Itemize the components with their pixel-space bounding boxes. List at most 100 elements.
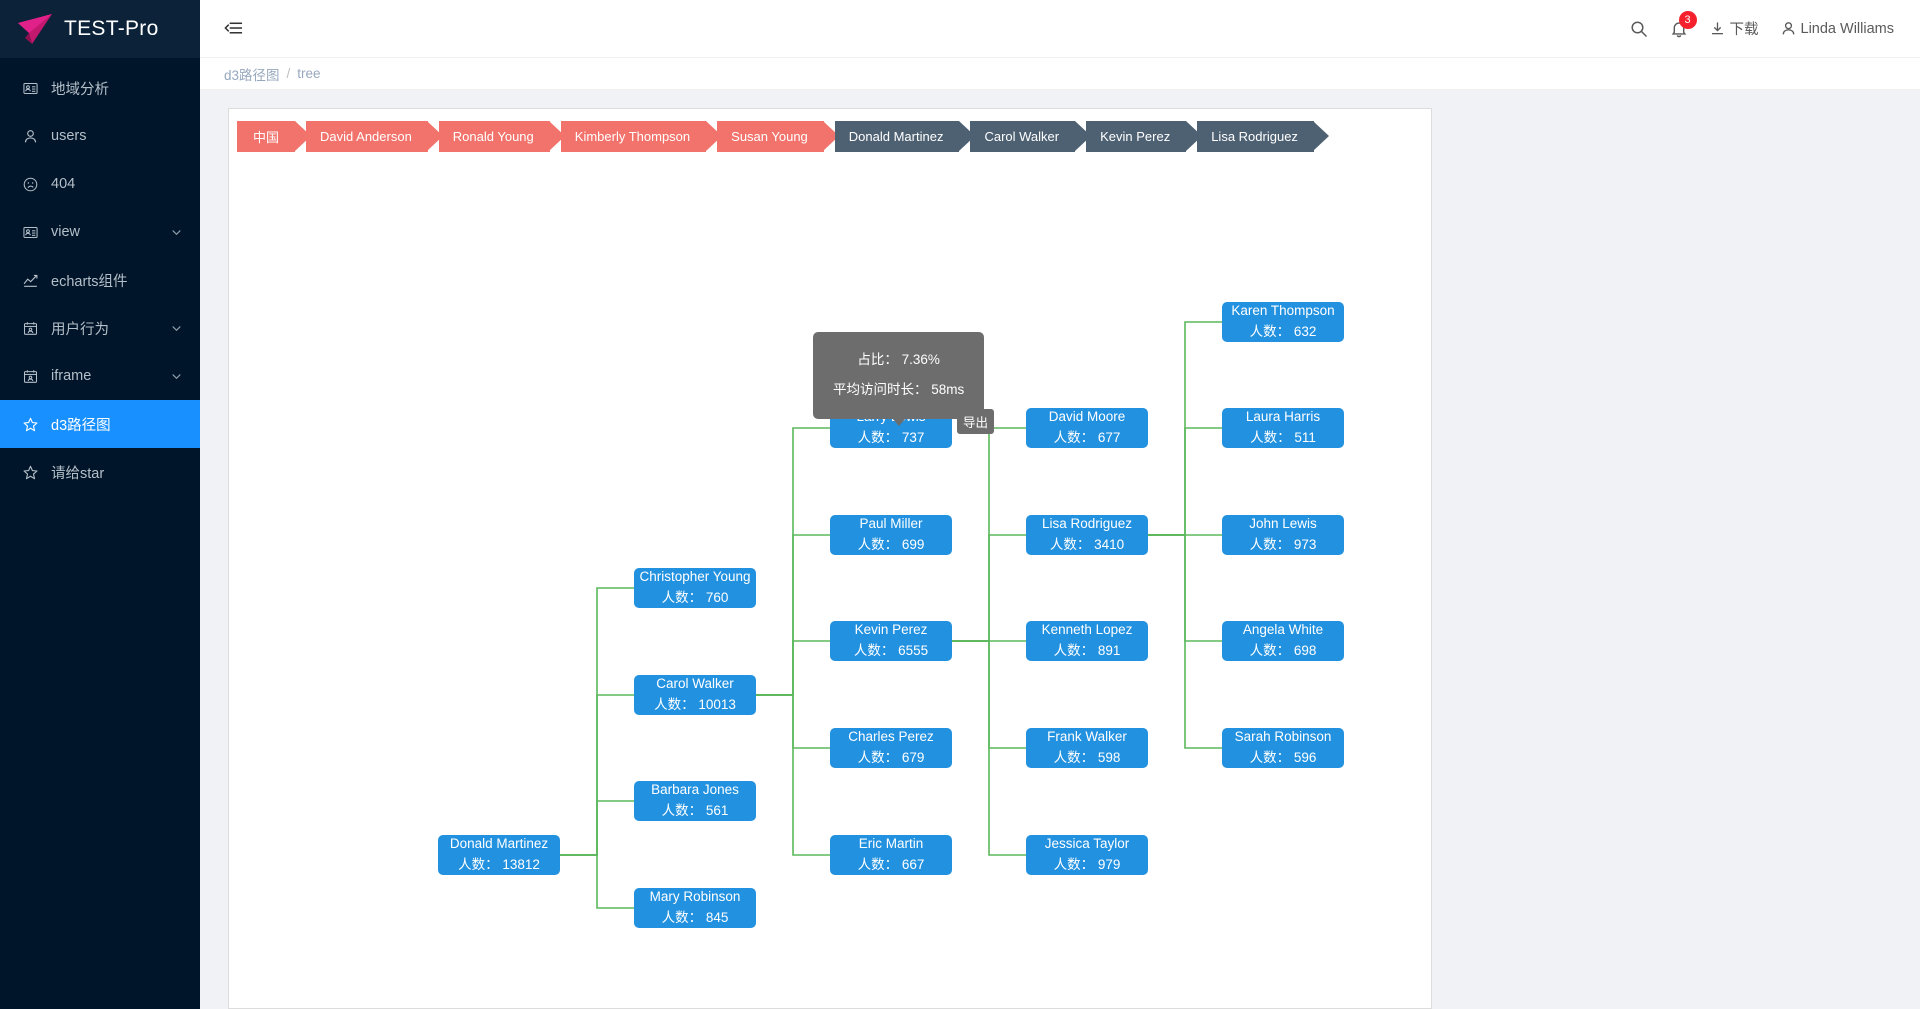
tree-node-count: 人数： 13812 <box>458 857 540 872</box>
tree-node-count: 人数： 698 <box>1249 643 1317 658</box>
tree-node-count: 人数： 845 <box>661 910 729 925</box>
sidebar-item-label: view <box>51 224 81 240</box>
sidebar-item-label: 请给star <box>51 465 105 482</box>
sidebar-item-view[interactable]: view <box>0 208 200 256</box>
tree-node-count: 人数： 667 <box>857 857 925 872</box>
tree-node-count: 人数： 979 <box>1053 857 1121 872</box>
sidebar-item-404[interactable]: 404 <box>0 160 200 208</box>
tree-node-count: 人数： 3410 <box>1049 537 1125 552</box>
breadcrumb-separator: / <box>286 66 291 81</box>
tree-node-name: Karen Thompson <box>1231 303 1335 319</box>
sidebar-item-iframe[interactable]: iframe <box>0 352 200 400</box>
sidebar-item-d3路径图[interactable]: d3路径图 <box>0 400 200 448</box>
tree-node-paul-miller[interactable]: Paul Miller 人数： 699 <box>830 515 952 555</box>
tree-node-count: 人数： 596 <box>1249 750 1317 765</box>
tree-node-count: 人数： 6555 <box>853 643 929 658</box>
sad-face-icon <box>22 176 39 193</box>
sidebar-item-label: 404 <box>51 176 76 192</box>
menu-fold-icon[interactable] <box>210 0 256 58</box>
tree-node-name: Frank Walker <box>1047 729 1127 745</box>
sidebar-item-地域分析[interactable]: 地域分析 <box>0 64 200 112</box>
sidebar-item-label: 地域分析 <box>51 81 109 98</box>
paper-plane-icon <box>16 13 54 45</box>
tree-node-name: Christopher Young <box>639 569 751 585</box>
path-step-1[interactable]: David Anderson <box>306 121 444 152</box>
download-button[interactable]: 下载 <box>1710 18 1759 39</box>
bell-icon[interactable]: 3 <box>1670 10 1697 38</box>
user-name: Linda Williams <box>1800 20 1894 37</box>
user-icon <box>22 128 39 145</box>
tree-node-mary-robinson[interactable]: Mary Robinson 人数： 845 <box>634 888 756 928</box>
download-label: 下载 <box>1729 22 1759 38</box>
tree-node-name: Carol Walker <box>656 676 734 692</box>
tree-node-eric-martin[interactable]: Eric Martin 人数： 667 <box>830 835 952 875</box>
tree-node-jessica-taylor[interactable]: Jessica Taylor 人数： 979 <box>1026 835 1148 875</box>
path-step-3[interactable]: Kimberly Thompson <box>560 121 723 152</box>
sidebar-item-echarts组件[interactable]: echarts组件 <box>0 256 200 304</box>
chevron-down-icon[interactable] <box>171 227 182 238</box>
tooltip-duration-line: 平均访问时长： 58ms <box>833 382 965 398</box>
path-step-7[interactable]: Kevin Perez <box>1086 121 1202 152</box>
id-card-icon <box>22 224 39 241</box>
sidebar-item-users[interactable]: users <box>0 112 200 160</box>
top-header: 3 下载 Linda Williams <box>200 0 1920 58</box>
breadcrumb: d3路径图 / tree <box>200 58 1920 90</box>
tree-node-count: 人数： 598 <box>1053 750 1121 765</box>
sidebar: TEST-Pro 地域分析 users 404 view echarts组件用户行为 if… <box>0 0 200 1009</box>
path-step-6[interactable]: Carol Walker <box>970 121 1091 152</box>
tree-node-name: Eric Martin <box>858 836 924 852</box>
tree-node-frank-walker[interactable]: Frank Walker 人数： 598 <box>1026 728 1148 768</box>
tree-node-name: Jessica Taylor <box>1044 836 1130 852</box>
tree-node-count: 人数： 891 <box>1053 643 1121 658</box>
search-icon[interactable] <box>1630 20 1648 38</box>
path-step-8[interactable]: Lisa Rodriguez <box>1197 121 1330 152</box>
breadcrumb-root[interactable]: d3路径图 <box>224 67 280 83</box>
sidebar-item-请给star[interactable]: 请给star <box>0 448 200 496</box>
tree-node-count: 人数： 632 <box>1249 324 1317 339</box>
tree-node-karen-thompson[interactable]: Karen Thompson 人数： 632 <box>1222 302 1344 342</box>
chevron-down-icon[interactable] <box>171 371 182 382</box>
tree-node-name: Paul Miller <box>859 516 923 532</box>
sidebar-item-用户行为[interactable]: 用户行为 <box>0 304 200 352</box>
tree-node-count: 人数： 760 <box>661 590 729 605</box>
tree-links <box>560 321 1222 909</box>
app-logo[interactable]: TEST-Pro <box>0 0 200 58</box>
sidebar-item-label: 用户行为 <box>51 321 109 338</box>
tree-node-name: Mary Robinson <box>649 889 741 905</box>
tree-node-christopher-young[interactable]: Christopher Young 人数： 760 <box>634 568 756 608</box>
tree-node-name: Kevin Perez <box>854 622 928 638</box>
tree-node-name: Charles Perez <box>848 729 934 745</box>
tree-node-name: Lisa Rodriguez <box>1041 516 1133 532</box>
tree-node-lisa-rodriguez[interactable]: Lisa Rodriguez 人数： 3410 <box>1026 515 1148 555</box>
star-icon <box>22 416 39 433</box>
path-step-label: Carol Walker <box>984 129 1060 144</box>
tree-node-count: 人数： 511 <box>1250 430 1316 445</box>
tree-node-count: 人数： 699 <box>857 537 925 552</box>
star-icon <box>22 464 39 481</box>
tree-node-name: Laura Harris <box>1245 409 1321 425</box>
tree-node-laura-harris[interactable]: Laura Harris 人数： 511 <box>1222 408 1344 448</box>
chevron-down-icon[interactable] <box>171 323 182 334</box>
tree-node-kevin-perez[interactable]: Kevin Perez 人数： 6555 <box>830 621 952 661</box>
export-button[interactable]: 导出 <box>957 409 995 434</box>
id-card-icon <box>22 80 39 97</box>
user-profile[interactable]: Linda Williams <box>1781 21 1894 37</box>
breadcrumb-current: tree <box>297 66 321 81</box>
path-step-label: Susan Young <box>731 129 808 144</box>
path-step-label: Kevin Perez <box>1100 129 1171 144</box>
header-actions: 3 下载 Linda Williams <box>1630 0 1920 58</box>
tree-node-count: 人数： 561 <box>661 803 729 818</box>
